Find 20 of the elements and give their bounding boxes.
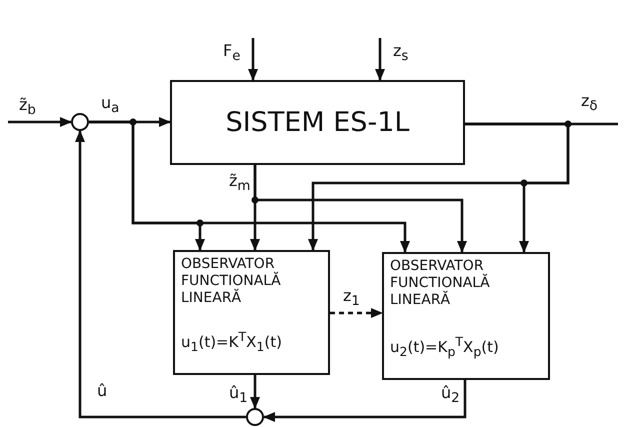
dashed-arrow [330,308,383,318]
system-block [170,80,465,165]
arrow [465,122,570,253]
observer-block [173,250,330,375]
arrow [248,38,258,81]
arrow [375,38,385,81]
arrow [254,165,467,253]
block-title: OBSERVATOR FUNCTIONALĂ LINEARĂ [181,256,282,307]
observer-block [382,252,550,380]
summing-junction-circle [246,408,264,426]
arrow [89,120,410,253]
formula-text: u$_{2}$(t)=K$_{p}$$^{T}$X$_{p}$(t) [390,333,500,360]
arrow [263,380,466,422]
arrow [75,130,246,418]
block-title: SISTEM ES-1L [226,107,410,138]
block-title: OBSERVATOR FUNCTIONALĂ LINEARĂ [390,258,491,309]
arrow [8,117,72,127]
arrow [250,375,260,409]
summing-junction-circle [71,113,89,131]
formula-text: u$_{1}$(t)=K$^{T}$X$_{1}$(t) [181,328,283,355]
